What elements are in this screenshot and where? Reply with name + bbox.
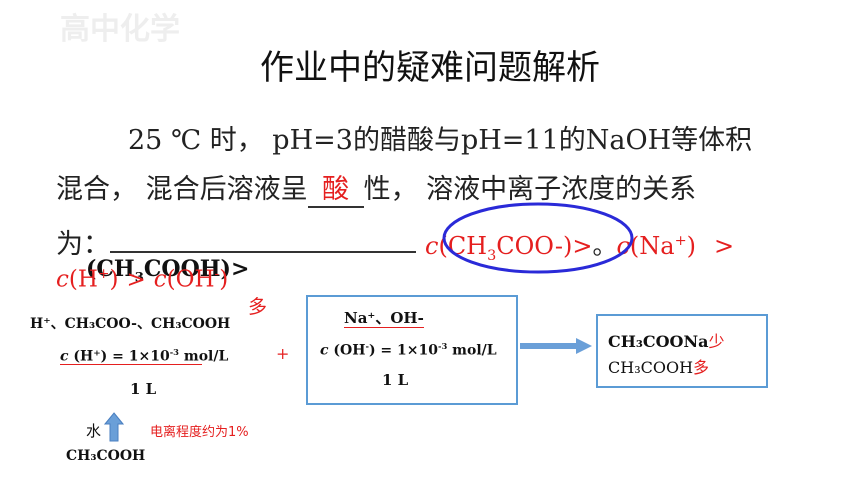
superscript: + (674, 233, 687, 249)
c-symbol: c (153, 266, 167, 293)
result-line-2: CH₃COOH多 (608, 354, 709, 378)
formula-part: (OH (166, 266, 215, 293)
highlight-ellipse (442, 202, 634, 274)
formula-part: (OH (328, 342, 366, 359)
unit: mol/L (447, 342, 497, 359)
formula-part: ) = 1×10 (368, 342, 438, 359)
watermark: 高中化学 (60, 12, 180, 47)
ionization-note: 电离程度约为1% (150, 425, 249, 440)
problem-line-1: 25 ℃ 时， pH=3的醋酸与pH=11的NaOH等体积 (128, 125, 753, 156)
separator: 。 (592, 232, 617, 260)
sodium-acetate: CH₃COONa (608, 332, 709, 351)
formula-part: COO-) (496, 232, 573, 260)
formula-part: ) (686, 232, 697, 260)
formula-part: (H (68, 266, 98, 293)
left-volume: 1 L (130, 380, 157, 398)
problem-text: 性， 溶液中离子浓度的关系 (363, 174, 697, 205)
result-line-1: CH₃COONa少 (608, 328, 724, 352)
formula-part: (CH (86, 256, 135, 282)
superscript: + (97, 266, 110, 282)
mid-concentration: c (OH-) = 1×10-3 mol/L (320, 341, 497, 359)
problem-line-3: 为： (56, 222, 416, 261)
formula-part: (H⁺) = 1×10 (68, 348, 170, 365)
formula-part: ) (109, 266, 119, 293)
formula-part: COOH)> (143, 256, 250, 282)
answer-relation-2: c(H+)>c(OH-) (56, 266, 228, 293)
superscript: - (214, 266, 220, 282)
overlap-formula: (CH3COOH)> (86, 256, 249, 285)
more-label: 多 (248, 296, 268, 318)
up-arrow-icon (104, 412, 124, 442)
exponent: -3 (438, 341, 448, 351)
greater-than: > (714, 232, 735, 260)
subscript: 3 (487, 247, 497, 264)
underline (60, 364, 202, 365)
mid-volume: 1 L (382, 371, 409, 389)
water-label: 水 (86, 422, 102, 440)
acetic-acid-label: CH₃COOH (66, 448, 146, 464)
left-species: H⁺、CH₃COO-、CH₃COOH (30, 316, 231, 332)
answer-relation-1: c(CH3COO-)>。c(Na+)> (425, 226, 734, 264)
plus-sign: + (276, 344, 290, 363)
formula-part: (Na (629, 232, 675, 260)
problem-text: 为： (56, 229, 110, 260)
greater-than: > (126, 266, 146, 293)
more-tag: 多 (693, 358, 710, 377)
left-concentration: c (H⁺) = 1×10-3 mol/L (60, 347, 228, 365)
answer-acid: 酸 (322, 174, 350, 205)
species-text: Na⁺、OH- (344, 309, 424, 328)
answer-blank-1: 酸 (307, 167, 364, 208)
subscript: 3 (134, 270, 144, 286)
c-symbol: c (425, 232, 439, 260)
naoh-box: Na⁺、OH- c (OH-) = 1×10-3 mol/L 1 L (306, 295, 518, 405)
c-symbol: c (320, 342, 329, 359)
c-symbol: c (616, 232, 630, 260)
superscript: - (365, 341, 369, 351)
problem-text: 混合， 混合后溶液呈 (56, 174, 308, 205)
problem-line-2: 混合， 混合后溶液呈酸性， 溶液中离子浓度的关系 (56, 167, 696, 208)
mid-species: Na⁺、OH- (344, 307, 424, 328)
formula-part: ) (219, 266, 229, 293)
page-title: 作业中的疑难问题解析 (260, 48, 600, 88)
exponent: -3 (169, 347, 180, 357)
result-box: CH₃COONa少 CH₃COOH多 (596, 314, 768, 388)
greater-than: > (572, 232, 593, 260)
c-symbol: c (56, 266, 69, 293)
acetic-acid: CH₃COOH (608, 358, 694, 377)
less-tag: 少 (708, 332, 725, 351)
c-symbol: c (60, 348, 69, 365)
unit: mol/L (179, 348, 229, 365)
right-arrow-icon (520, 338, 592, 354)
answer-blank-2 (110, 251, 416, 253)
